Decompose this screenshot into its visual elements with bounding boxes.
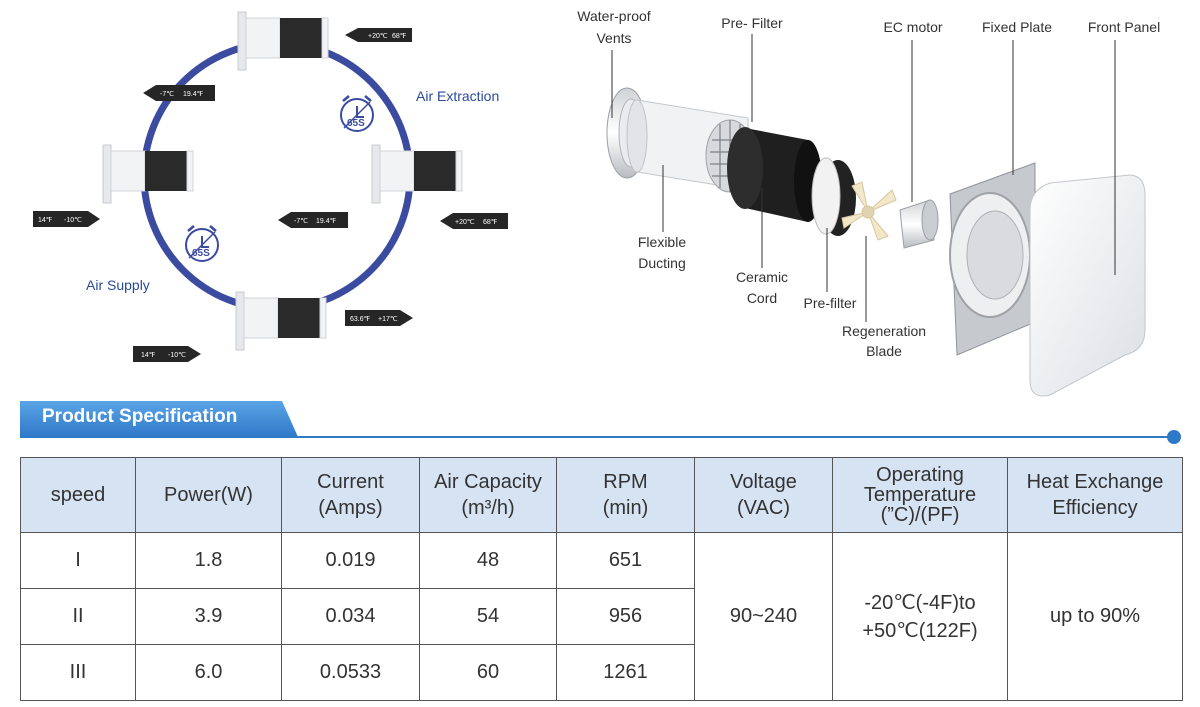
spec-title-bar: Product Specification (20, 401, 304, 437)
svg-text:-10℃: -10℃ (64, 217, 82, 224)
label-ec-motor: EC motor (883, 19, 942, 35)
svg-text:+17℃: +17℃ (378, 316, 398, 323)
svg-text:65S: 65S (192, 248, 210, 259)
label-regeneration: Regeneration (842, 323, 926, 339)
cell-air: 48 (419, 532, 557, 589)
cell-rpm: 1261 (556, 644, 695, 701)
arrow-a1: +20℃ 68℉ (345, 28, 412, 42)
header-current: Current(Amps) (281, 457, 420, 533)
svg-text:19.4℉: 19.4℉ (183, 91, 204, 98)
air-supply-label: Air Supply (86, 277, 150, 293)
cell-current: 0.034 (281, 588, 420, 645)
table-row: III 6.0 0.0533 60 1261 (20, 644, 1183, 701)
cell-rpm: 956 (556, 588, 695, 645)
cell-temperature: -20℃(-4F)to+50℃(122F) (832, 532, 1008, 701)
cell-speed: II (20, 588, 136, 645)
header-power: Power(W) (135, 457, 282, 533)
unit-right (371, 144, 463, 204)
label-vents: Vents (596, 30, 631, 46)
arrow-a7: 14℉ -10℃ (133, 346, 201, 362)
spec-header-row: speed Power(W) Current(Amps) Air Capacit… (20, 457, 1183, 533)
spec-table: speed Power(W) Current(Amps) Air Capacit… (20, 457, 1183, 701)
alarm-clock-icon: 65S (340, 95, 374, 132)
label-water-proof: Water-proof (577, 8, 651, 24)
cell-rpm: 651 (556, 532, 695, 589)
label-flexible: Flexible (638, 234, 686, 250)
cell-speed: I (20, 532, 136, 589)
unit-top (237, 11, 329, 71)
spec-divider-dot (1167, 430, 1181, 444)
svg-text:68℉: 68℉ (392, 33, 407, 40)
arrow-a5: +20℃ 68℉ (440, 213, 508, 229)
alarm-clock-icon: 65S (185, 225, 219, 262)
header-rpm: RPM(min) (556, 457, 695, 533)
fixed-plate (949, 162, 1036, 356)
arrow-a3: 14℉ -10℃ (33, 211, 100, 227)
label-ceramic: Ceramic (736, 269, 788, 285)
spec-title-tab: Product Specification (20, 401, 298, 437)
cell-air: 54 (419, 588, 557, 645)
cell-power: 3.9 (135, 588, 282, 645)
svg-text:+20℃: +20℃ (368, 33, 388, 40)
cell-current: 0.0533 (281, 644, 420, 701)
spec-divider (20, 436, 1174, 438)
label-front-panel: Front Panel (1088, 19, 1160, 35)
cell-power: 1.8 (135, 532, 282, 589)
spec-title: Product Specification (42, 406, 238, 427)
svg-text:14℉: 14℉ (38, 217, 53, 224)
svg-text:63.6℉: 63.6℉ (350, 316, 371, 323)
leader-lines (611, 34, 1116, 322)
label-cord: Cord (747, 290, 777, 306)
label-blade: Blade (866, 343, 902, 359)
table-row: I 1.8 0.019 48 651 90~240 -20℃(-4F)to+50… (20, 532, 1183, 701)
arrow-a4: -7℃ 19.4℉ (278, 212, 348, 228)
header-speed: speed (20, 457, 136, 533)
cell-efficiency: up to 90% (1007, 532, 1183, 701)
svg-text:65S: 65S (347, 118, 365, 129)
cell-speed: III (20, 644, 136, 701)
header-air-capacity: Air Capacity(m³/h) (419, 457, 557, 533)
svg-text:-7℃: -7℃ (160, 91, 174, 98)
regeneration-blade (841, 181, 897, 241)
cell-power: 6.0 (135, 644, 282, 701)
svg-text:+20℃: +20℃ (455, 219, 475, 226)
header-voltage: Voltage(VAC) (694, 457, 833, 533)
air-extraction-label: Air Extraction (416, 88, 499, 104)
ventilation-diagram: +20℃ 68℉ -7℃ 19.4℉ 14℉ -10℃ -7℃ 19.4℉ +2… (33, 8, 1160, 397)
cell-current: 0.019 (281, 532, 420, 589)
cell-air: 60 (419, 644, 557, 701)
ec-motor (899, 199, 939, 249)
front-panel (1029, 174, 1146, 397)
label-ducting: Ducting (638, 255, 685, 271)
cell-voltage: 90~240 (694, 532, 833, 701)
label-pre-filter-bottom: Pre-filter (804, 295, 857, 311)
svg-text:68℉: 68℉ (483, 219, 498, 226)
arrow-a2: -7℃ 19.4℉ (143, 85, 215, 101)
svg-text:-10℃: -10℃ (168, 352, 186, 359)
arrow-a6: 63.6℉ +17℃ (345, 310, 413, 326)
label-fixed-plate: Fixed Plate (982, 19, 1052, 35)
unit-bottom (235, 291, 327, 351)
unit-left (102, 144, 194, 204)
svg-text:19.4℉: 19.4℉ (316, 218, 337, 225)
ceramic-cord (727, 127, 822, 222)
label-pre-filter-top: Pre- Filter (721, 15, 783, 31)
svg-text:-7℃: -7℃ (294, 218, 308, 225)
svg-text:14℉: 14℉ (141, 352, 156, 359)
